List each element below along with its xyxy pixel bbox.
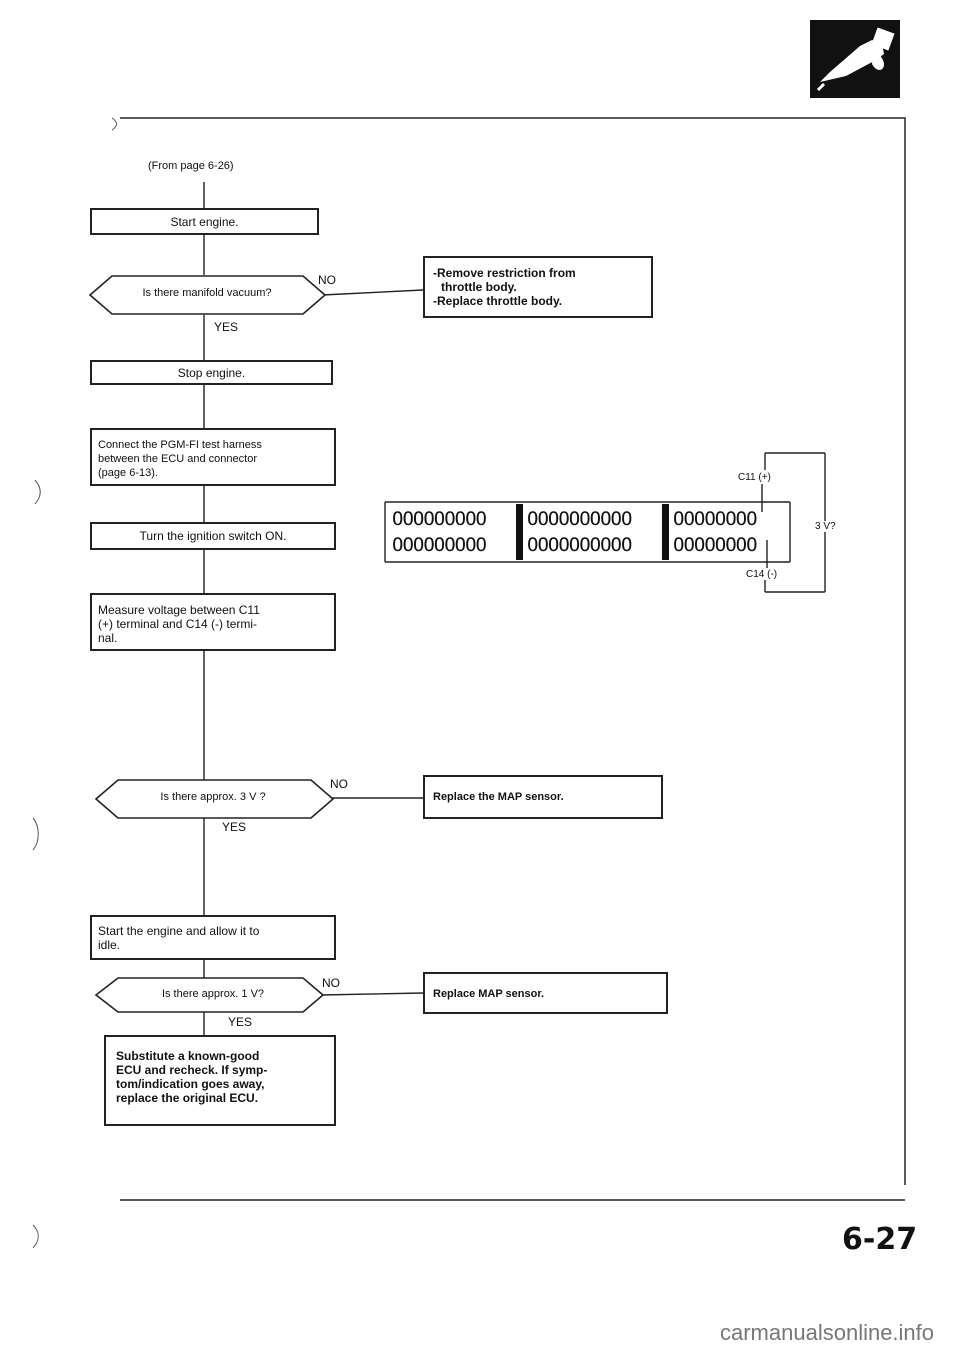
idle-line1: Start the engine and allow it to [98,924,260,938]
replace-map-sensor-box-1: Replace the MAP sensor. [423,775,663,819]
replace-map-sensor-text-1: Replace the MAP sensor. [433,791,564,803]
connect-harness-box: Connect the PGM-FI test harness between … [90,428,336,486]
idle-box: Start the engine and allow it to idle. [90,915,336,960]
measure-voltage-line2: (+) terminal and C14 (-) termi- [98,617,258,631]
connect-harness-line2: between the ECU and connector [98,453,257,465]
yes-label-1: YES [214,320,239,334]
measure-voltage-line3: nal. [98,631,118,645]
fuel-nozzle-icon [810,20,900,98]
measure-voltage-line1: Measure voltage between C11 [98,603,260,617]
measure-voltage-box: Measure voltage between C11 (+) terminal… [90,593,336,651]
substitute-ecu-line3: tom/indication goes away, [116,1077,265,1091]
substitute-ecu-line2: ECU and recheck. If symp- [116,1063,268,1077]
no-label-3: NO [322,976,340,990]
substitute-ecu-box: Substitute a known-good ECU and recheck.… [104,1035,336,1126]
watermark: carmanualsonline.info [720,1320,935,1345]
idle-line2: idle. [98,938,121,952]
connect-harness-line3: (page 6-13). [98,467,158,479]
c14-label: C14 (-) [746,569,778,580]
connector-block1-row1: OOOOOOOOO [392,508,487,530]
approx-1v-question: Is there approx. 1 V? [161,988,265,1000]
ignition-on-box: Turn the ignition switch ON. [90,522,336,550]
connector-block3-row2: OOOOOOOO [673,534,758,556]
yes-label-2: YES [222,820,247,834]
connector-block1-row2: OOOOOOOOO [392,534,487,556]
connect-harness-line1: Connect the PGM-FI test harness [98,439,262,451]
start-engine-box: Start engine. [90,208,319,235]
remove-restriction-line2: throttle body. [441,280,517,294]
connector-block3-row1: OOOOOOOO [673,508,758,530]
remove-restriction-line1: -Remove restriction from [433,266,576,280]
stop-engine-text: Stop engine. [177,366,246,380]
ignition-on-text: Turn the ignition switch ON. [139,529,287,543]
stop-engine-box: Stop engine. [90,360,333,385]
substitute-ecu-line4: replace the original ECU. [116,1091,259,1105]
from-page-label: (From page 6-26) [148,160,234,172]
remove-restriction-box: -Remove restriction from throttle body. … [423,256,653,318]
connector-block2-row2: OOOOOOOOOO [527,534,632,556]
no-label-1: NO [318,273,336,287]
no-label-2: NO [330,777,348,791]
remove-restriction-line3: -Replace throttle body. [433,294,563,308]
page-number: 6-27 [842,1222,918,1257]
approx-3v-question: Is there approx. 3 V ? [160,791,266,803]
connector-block2-row1: OOOOOOOOOO [527,508,632,530]
replace-map-sensor-box-2: Replace MAP sensor. [423,972,668,1014]
voltage-label: 3 V? [813,521,838,532]
replace-map-sensor-text-2: Replace MAP sensor. [433,988,545,1000]
yes-label-3: YES [228,1015,253,1029]
substitute-ecu-line1: Substitute a known-good [116,1049,260,1063]
manifold-vacuum-question: Is there manifold vacuum? [142,287,272,299]
start-engine-text: Start engine. [170,215,239,229]
c11-label: C11 (+) [738,472,771,483]
